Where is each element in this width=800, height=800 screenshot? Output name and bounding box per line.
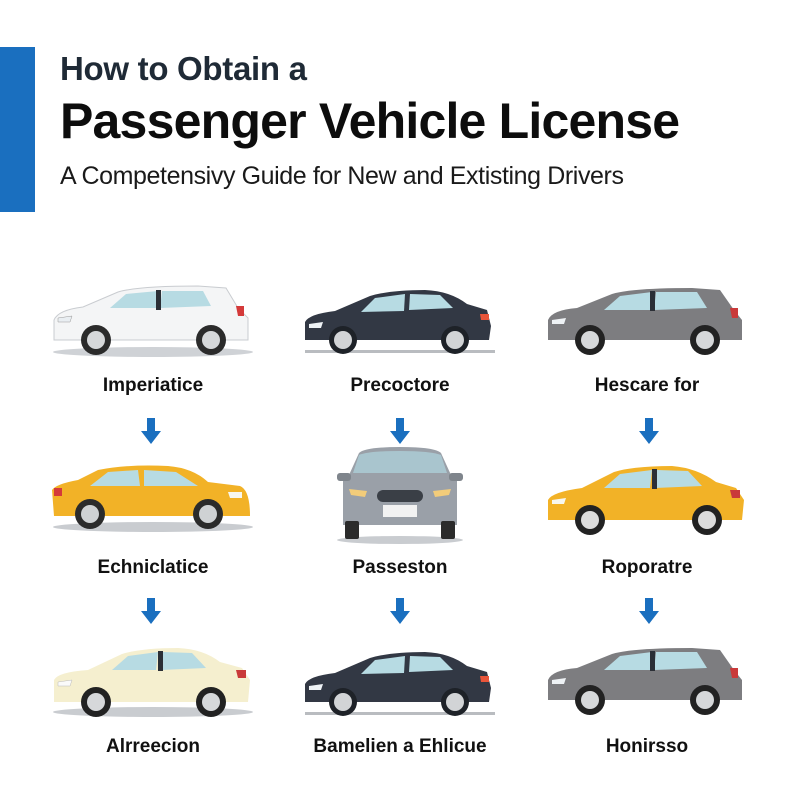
subtitle: A Competensivy Guide for New and Extisti… bbox=[60, 162, 624, 190]
step-card-4: Echniclatice bbox=[28, 460, 278, 640]
step-card-5: Passeston bbox=[275, 445, 525, 625]
step-card-6: Roporatre bbox=[522, 460, 772, 640]
step-label-4: Echniclatice bbox=[97, 557, 209, 578]
step-label-2: Precoctore bbox=[350, 375, 450, 396]
gray-car-front-icon bbox=[337, 447, 463, 544]
cream-sedan-car-icon bbox=[53, 648, 253, 717]
title-line-1: How to Obtain a bbox=[60, 50, 307, 87]
down-arrow-icon bbox=[390, 598, 410, 624]
step-card-8: Bamelien a Ehlicue bbox=[275, 640, 525, 800]
step-card-3: Hescare for bbox=[522, 280, 772, 460]
step-card-1: Imperiatice bbox=[28, 280, 278, 460]
step-card-2: Precoctore bbox=[275, 280, 525, 460]
step-label-3: Hescare for bbox=[594, 375, 700, 396]
step-label-8: Bamelien a Ehlicue bbox=[313, 736, 487, 757]
title-line-2: Passenger Vehicle License bbox=[60, 93, 680, 149]
yellow-sedan-car-icon bbox=[52, 465, 253, 532]
step-card-9: Honirsso bbox=[522, 640, 772, 800]
yellow-sedan-car-icon bbox=[548, 466, 744, 535]
gray-hatchback-car-icon bbox=[548, 648, 742, 715]
gray-hatchback-car-icon bbox=[548, 288, 742, 355]
down-arrow-icon bbox=[390, 418, 410, 444]
step-label-9: Honirsso bbox=[605, 736, 689, 757]
white-hatchback-car-icon bbox=[53, 285, 253, 357]
step-label-6: Roporatre bbox=[601, 557, 693, 578]
step-label-5: Passeston bbox=[352, 557, 448, 578]
dark-sedan-car-icon bbox=[305, 290, 495, 354]
step-label-1: Imperiatice bbox=[102, 375, 204, 396]
accent-bar bbox=[0, 47, 35, 212]
step-label-7: Alrreecion bbox=[106, 736, 200, 757]
dark-sedan-car-icon bbox=[305, 652, 495, 716]
down-arrow-icon bbox=[639, 418, 659, 444]
step-card-7: Alrreecion bbox=[28, 640, 278, 800]
down-arrow-icon bbox=[141, 418, 161, 444]
down-arrow-icon bbox=[639, 598, 659, 624]
down-arrow-icon bbox=[141, 598, 161, 624]
